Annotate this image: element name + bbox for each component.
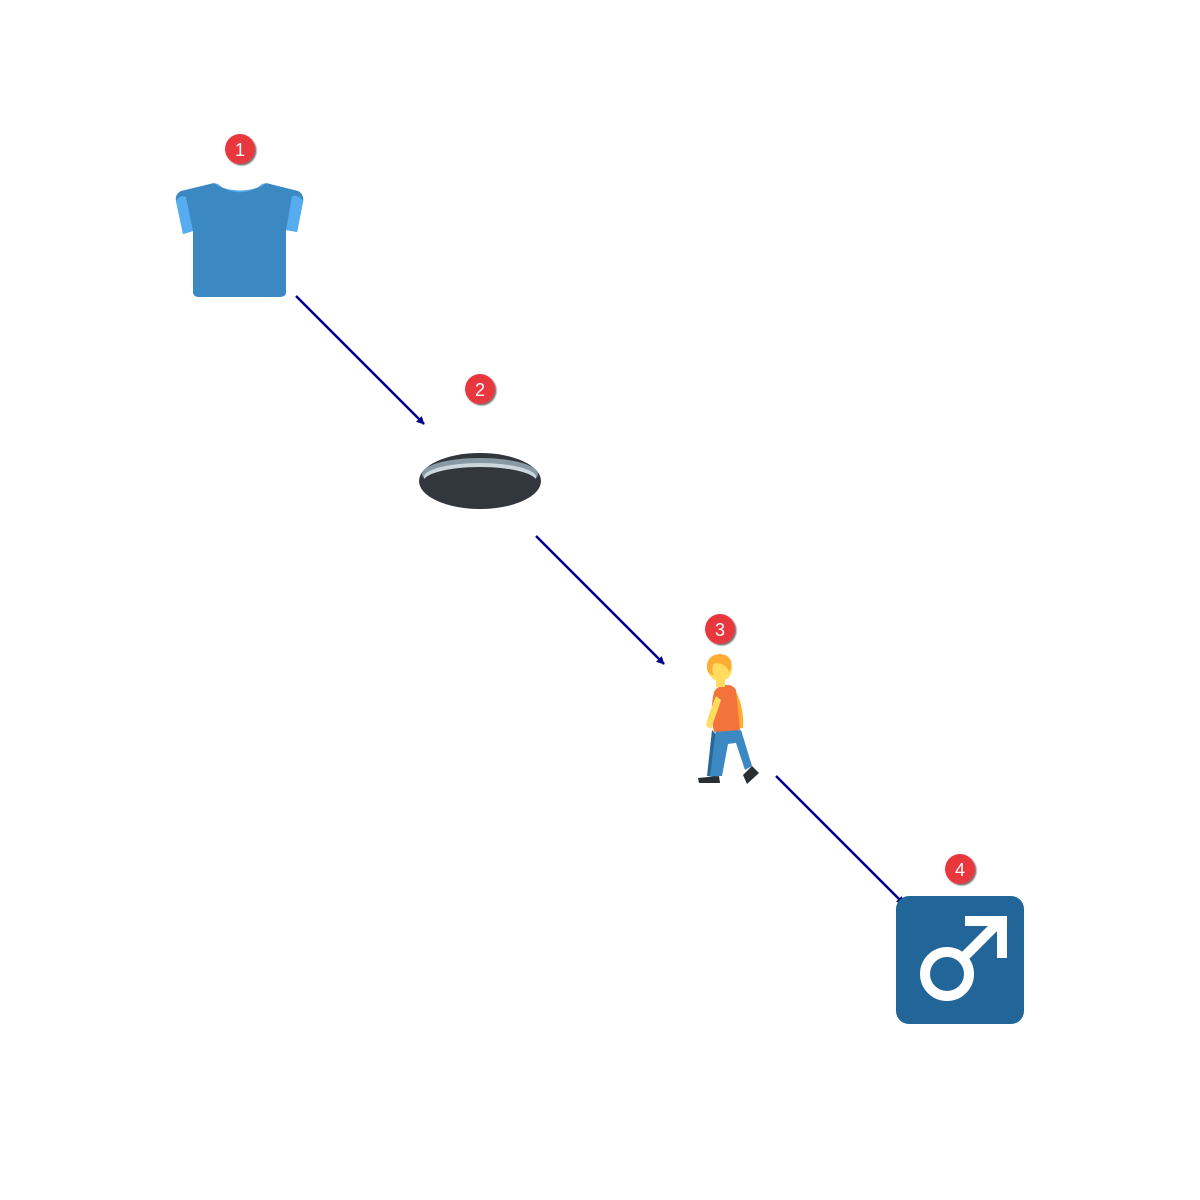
step-number-4: 4 (955, 860, 965, 880)
step-number-2: 2 (475, 380, 485, 400)
step-number-1: 1 (235, 140, 245, 160)
connector-arrows (295, 295, 905, 905)
step-badge-4: 4 (945, 854, 975, 884)
arrow-3-to-4 (775, 775, 905, 905)
step-1: 1 (175, 134, 304, 297)
step-badge-3: 3 (705, 614, 735, 644)
step-number-3: 3 (715, 620, 725, 640)
person-walking-icon (698, 654, 759, 784)
male-sign-icon (896, 896, 1024, 1024)
hole-icon (419, 453, 541, 509)
step-badge-1: 1 (225, 134, 255, 164)
step-3: 3 (698, 614, 759, 784)
t-shirt-icon (175, 183, 304, 297)
arrow-2-to-3 (535, 535, 665, 665)
arrow-1-to-2 (295, 295, 425, 425)
step-2: 2 (419, 374, 541, 509)
step-badge-2: 2 (465, 374, 495, 404)
step-4: 4 (896, 854, 1024, 1024)
